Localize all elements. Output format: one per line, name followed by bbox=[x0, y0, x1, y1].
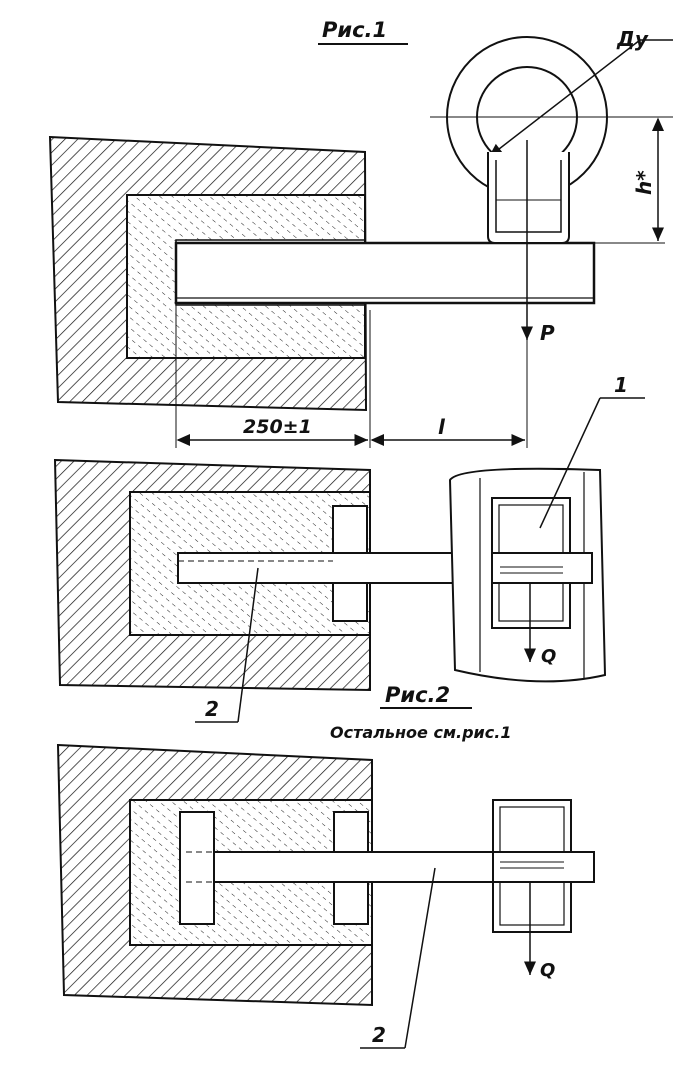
figure-2: Q 1 2 Рис.2 Остальное см.рис.1 bbox=[53, 373, 645, 742]
bracket-1 bbox=[174, 241, 596, 305]
force-q-label-2: Q bbox=[540, 960, 555, 981]
wall-section-3 bbox=[56, 743, 373, 1007]
dimension-l-label: l bbox=[438, 415, 446, 439]
dimension-250-label: 250±1 bbox=[243, 416, 312, 438]
item-2-label-a: 2 bbox=[205, 697, 219, 721]
height-label: h* bbox=[632, 170, 656, 195]
item-1-label: 1 bbox=[614, 373, 628, 397]
item-2-label-b: 2 bbox=[372, 1023, 386, 1047]
insulation-1 bbox=[126, 194, 366, 359]
pipe-diameter-line bbox=[488, 39, 641, 157]
force-p-label: P bbox=[540, 321, 555, 345]
figure-2-title: Рис.2 bbox=[385, 683, 450, 707]
figure-3: Q 2 bbox=[56, 743, 595, 1049]
figure-1: Рис.1 Ду h* P 250±1 l bbox=[48, 18, 673, 448]
figure-1-title: Рис.1 bbox=[322, 18, 387, 42]
diameter-label: Ду bbox=[616, 27, 649, 51]
pipe-support-shoe bbox=[487, 152, 570, 244]
figure-2-note: Остальное см.рис.1 bbox=[330, 723, 511, 742]
wall-section-2 bbox=[53, 458, 371, 692]
force-q-label-1: Q bbox=[541, 646, 556, 667]
anchor-plate-3a bbox=[179, 811, 215, 925]
